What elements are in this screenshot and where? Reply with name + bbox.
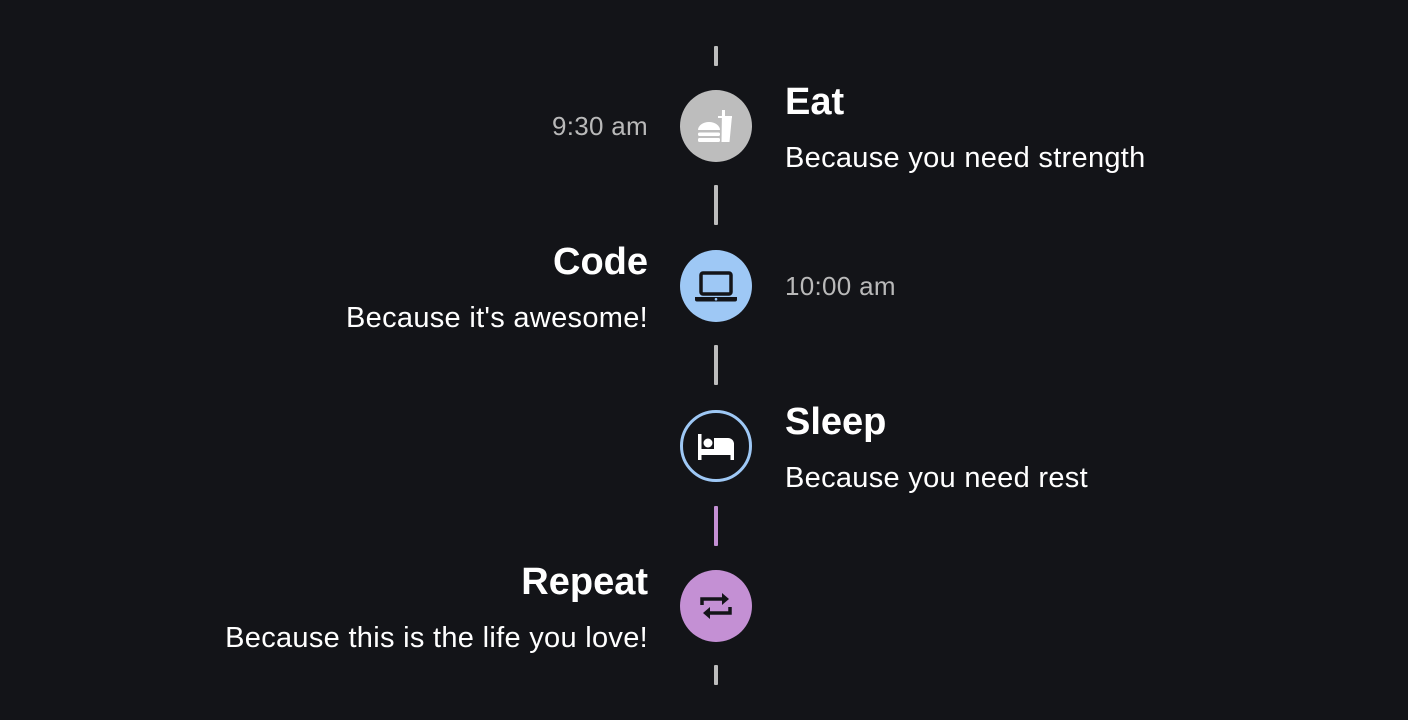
event-title: Sleep: [785, 401, 887, 443]
event-subtitle: Because you need strength: [785, 142, 1146, 174]
event-title: Repeat: [521, 561, 648, 603]
repeat-icon: [680, 570, 752, 642]
event-title: Code: [553, 241, 648, 283]
timeline-connector: [714, 665, 718, 685]
timeline-connector: [714, 185, 718, 225]
event-subtitle: Because it's awesome!: [346, 302, 648, 334]
event-subtitle: Because you need rest: [785, 462, 1088, 494]
timeline-connector: [714, 46, 718, 66]
timeline-connector: [714, 345, 718, 385]
fastfood-icon: [680, 90, 752, 162]
timeline-connector: [714, 506, 718, 546]
event-time: 9:30 am: [551, 111, 648, 141]
laptop-icon: [680, 250, 752, 322]
hotel-bed-icon: [680, 410, 752, 482]
event-title: Eat: [785, 81, 845, 123]
event-subtitle: Because this is the life you love!: [225, 622, 648, 654]
event-time: 10:00 am: [785, 271, 896, 301]
